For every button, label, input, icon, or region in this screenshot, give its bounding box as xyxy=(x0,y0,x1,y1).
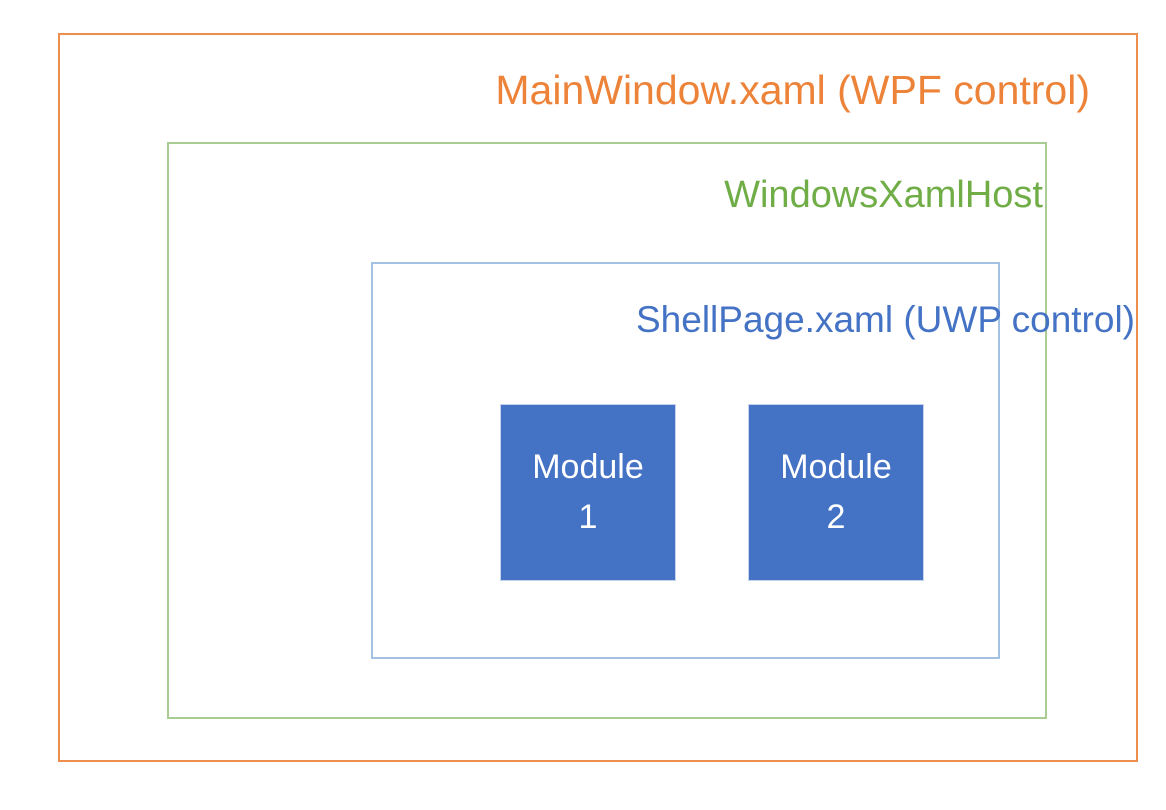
container-main-window-xaml xyxy=(58,33,1138,762)
module-2-number: 2 xyxy=(826,497,846,536)
label-main-window-xaml: MainWindow.xaml (WPF control) xyxy=(495,67,1090,113)
module-1-name: Module xyxy=(532,448,644,487)
container-shell-page-xaml xyxy=(371,262,1000,659)
module-block-2: Module 2 xyxy=(748,404,924,581)
label-windows-xaml-host: WindowsXamlHost xyxy=(724,174,1043,216)
module-2-name: Module xyxy=(780,448,892,487)
container-windows-xaml-host xyxy=(167,142,1047,719)
module-1-number: 1 xyxy=(578,497,598,536)
label-shell-page-xaml: ShellPage.xaml (UWP control) xyxy=(636,299,1135,340)
module-block-1: Module 1 xyxy=(500,404,676,581)
